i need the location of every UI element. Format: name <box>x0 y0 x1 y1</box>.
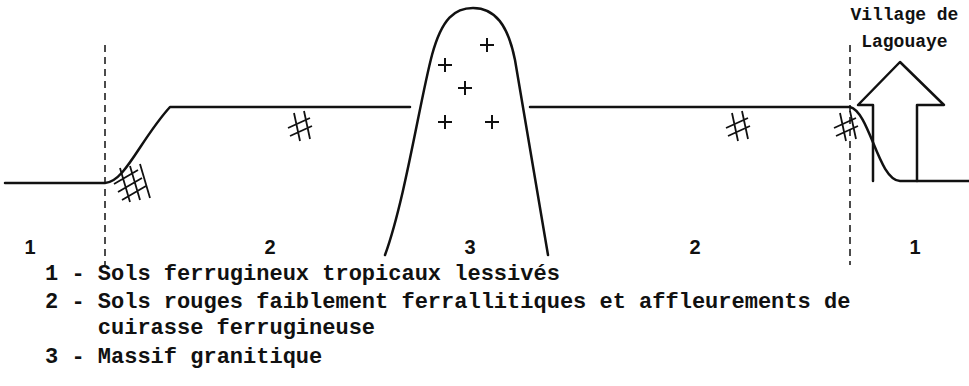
zone-number: 2 <box>264 236 275 259</box>
legend-entry: 1 - Sols ferrugineux tropicaux lessivés <box>45 262 925 288</box>
ground-profile <box>530 107 969 181</box>
zone-number: 2 <box>689 236 700 259</box>
cuirasse-hatch <box>114 111 858 202</box>
legend-entry: 2 - Sols rouges faiblement ferrallitique… <box>45 290 925 342</box>
zone-number: 3 <box>464 236 475 259</box>
boundary-line <box>105 45 850 265</box>
legend-entry: 3 - Massif granitique <box>45 345 925 371</box>
zone-number: 1 <box>24 236 35 259</box>
granite-cross <box>438 38 499 129</box>
granite-massif <box>385 8 548 255</box>
village-house <box>858 62 944 181</box>
ground-profile <box>5 107 410 183</box>
zone-number: 1 <box>909 236 920 259</box>
village-name: Village de Lagouaye <box>845 2 964 56</box>
